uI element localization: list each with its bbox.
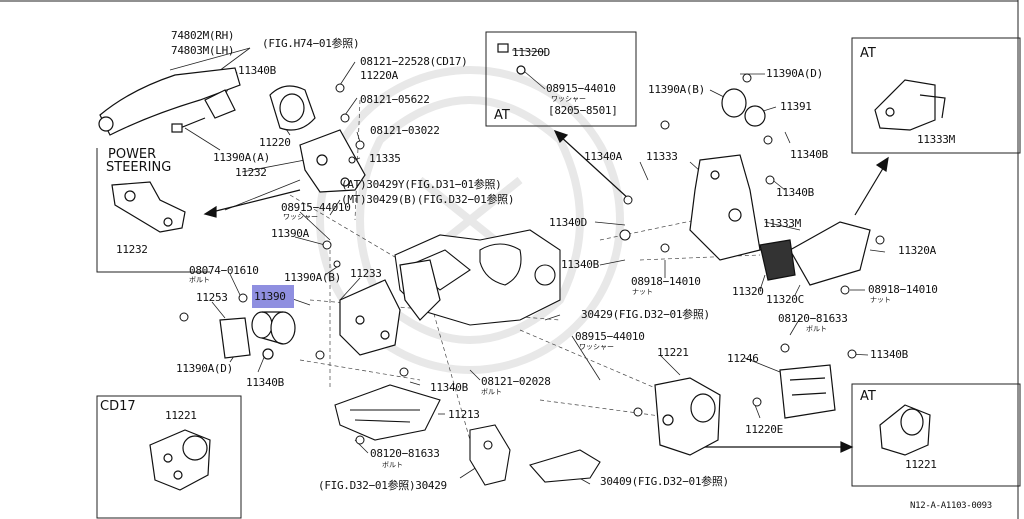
label-11340b-a: 11340B — [238, 64, 276, 77]
label-11220a: 11220A — [360, 69, 398, 82]
part-11333m-bracket — [759, 221, 871, 286]
label-08120-81633-b: 08120−81633 — [370, 447, 440, 460]
label-11390a-d2: 11390A(D) — [766, 67, 823, 80]
label-bolt-a: ボルト — [189, 276, 210, 284]
part-at-inset-center-bolt — [497, 43, 526, 75]
part-11246-bracket — [779, 364, 836, 419]
label-30409: 30409(FIG.D32−01参照) — [600, 475, 729, 488]
label-11253: 11253 — [196, 291, 228, 304]
part-11221-insulator — [654, 377, 721, 456]
label-11213: 11213 — [448, 408, 480, 421]
label-11220: 11220 — [259, 136, 291, 149]
label-mt-30429b: (MT)30429(B)(FIG.D32−01参照) — [341, 193, 515, 206]
inset-label-power: POWER — [108, 147, 157, 162]
label-bolt-b: ボルト — [806, 325, 827, 333]
label-11390a-d: 11390A(D) — [176, 362, 233, 375]
part-at-inset-bottom-insulator — [879, 404, 931, 456]
part-30429-bracket — [469, 424, 511, 486]
label-08120-81633-a: 08120−81633 — [778, 312, 848, 325]
label-11333: 11333 — [646, 150, 678, 163]
part-30409-bracket — [529, 449, 601, 483]
label-11333m-inset: 11333M — [917, 133, 955, 146]
label-11340b-g: 11340B — [430, 381, 468, 394]
label-11335: 11335 — [369, 152, 401, 165]
label-08918-14010-a: 08918−14010 — [631, 275, 701, 288]
part-11233-bracket — [339, 259, 441, 356]
label-fig-d32-30429: (FIG.D32−01参照)30429 — [318, 479, 447, 492]
label-11333m: 11333M — [763, 217, 801, 230]
label-washer-a: ワッシャー — [283, 213, 318, 221]
label-11340a: 11340A — [584, 150, 622, 163]
label-bolt-c: ボルト — [481, 388, 502, 396]
part-11232-bracket — [299, 129, 366, 193]
label-11340b-c: 11340B — [790, 148, 828, 161]
label-74803m: 74803M(LH) — [171, 44, 235, 57]
inset-label-at-top-right: AT — [860, 46, 876, 61]
label-11340b-f: 11340B — [870, 348, 908, 361]
label-11221-a: 11221 — [657, 346, 689, 359]
part-power-steering-bracket — [111, 181, 186, 233]
part-11390-insulator — [219, 311, 296, 360]
label-11390a-b: 11390A(B) — [284, 271, 341, 284]
label-11390a-a: 11390A(A) — [213, 151, 270, 164]
label-washer-b: ワッシャー — [551, 95, 586, 103]
label-11246: 11246 — [727, 352, 759, 365]
label-11232-a: 11232 — [235, 166, 267, 179]
part-11333-bracket — [689, 154, 761, 261]
label-11320c: 11320C — [766, 293, 804, 306]
label-74802m: 74802M(RH) — [171, 29, 235, 42]
label-11221-cd17: 11221 — [165, 409, 197, 422]
part-11213-plate — [334, 384, 441, 441]
label-08121-02028: 08121−02028 — [481, 375, 551, 388]
label-08915-44010-c: 08915−44010 — [575, 330, 645, 343]
inset-box-outlines — [96, 31, 1021, 519]
label-11390a-b2: 11390A(B) — [648, 83, 705, 96]
label-11320: 11320 — [732, 285, 764, 298]
label-08918-14010-b: 08918−14010 — [868, 283, 938, 296]
label-11340d: 11340D — [549, 216, 587, 229]
label-08074-01610: 08074−01610 — [189, 264, 259, 277]
inset-label-steering: STEERING — [106, 160, 172, 175]
inset-label-at-center: AT — [494, 108, 510, 123]
diagram-code: N12-A-A1103-0093 — [910, 501, 992, 511]
label-11320a: 11320A — [898, 244, 936, 257]
label-11233: 11233 — [350, 267, 382, 280]
part-torque-rod-upper — [98, 67, 241, 136]
label-nut-a: ナット — [632, 288, 653, 296]
label-at-30429y: (AT)30429Y(FIG.D31−01参照) — [341, 178, 502, 191]
label-08121-03022: 08121−03022 — [370, 124, 440, 137]
label-washer-c: ワッシャー — [579, 343, 614, 351]
label-08121-22528: 08121−22528(CD17) — [360, 55, 468, 68]
label-11220e: 11220E — [745, 423, 783, 436]
part-cd17-inset-insulator — [149, 429, 211, 491]
label-08915-44010-b: 08915−44010 — [546, 82, 616, 95]
label-bolt-d: ボルト — [382, 461, 403, 469]
label-11340b-d: 11340B — [776, 186, 814, 199]
part-at-inset-top-bracket — [874, 79, 946, 131]
label-nut-b: ナット — [870, 296, 891, 304]
label-11340b-b: 11340B — [246, 376, 284, 389]
label-11320d: 11320D — [512, 46, 550, 59]
label-11232-b: 11232 — [116, 243, 148, 256]
label-11390a-1: 11390A — [271, 227, 309, 240]
inset-label-at-bottom-right: AT — [860, 389, 876, 404]
label-08121-05622: 08121−05622 — [360, 93, 430, 106]
label-fig-h74: (FIG.H74−01参照) — [262, 37, 360, 50]
direction-arrows — [203, 129, 889, 453]
label-30429: 30429(FIG.D32−01参照) — [581, 308, 710, 321]
label-11221-at: 11221 — [905, 458, 937, 471]
inset-label-cd17: CD17 — [100, 399, 136, 414]
label-11340b-e: 11340B — [561, 258, 599, 271]
label-11390-highlighted[interactable]: 11390 — [252, 285, 294, 308]
part-11391-insulator — [721, 88, 766, 127]
part-11220-insulator — [171, 85, 316, 133]
label-range-8205: [8205−8501] — [548, 104, 618, 117]
label-11391: 11391 — [780, 100, 812, 113]
fasteners — [179, 73, 885, 445]
label-08915-44010-a: 08915−44010 — [281, 201, 351, 214]
